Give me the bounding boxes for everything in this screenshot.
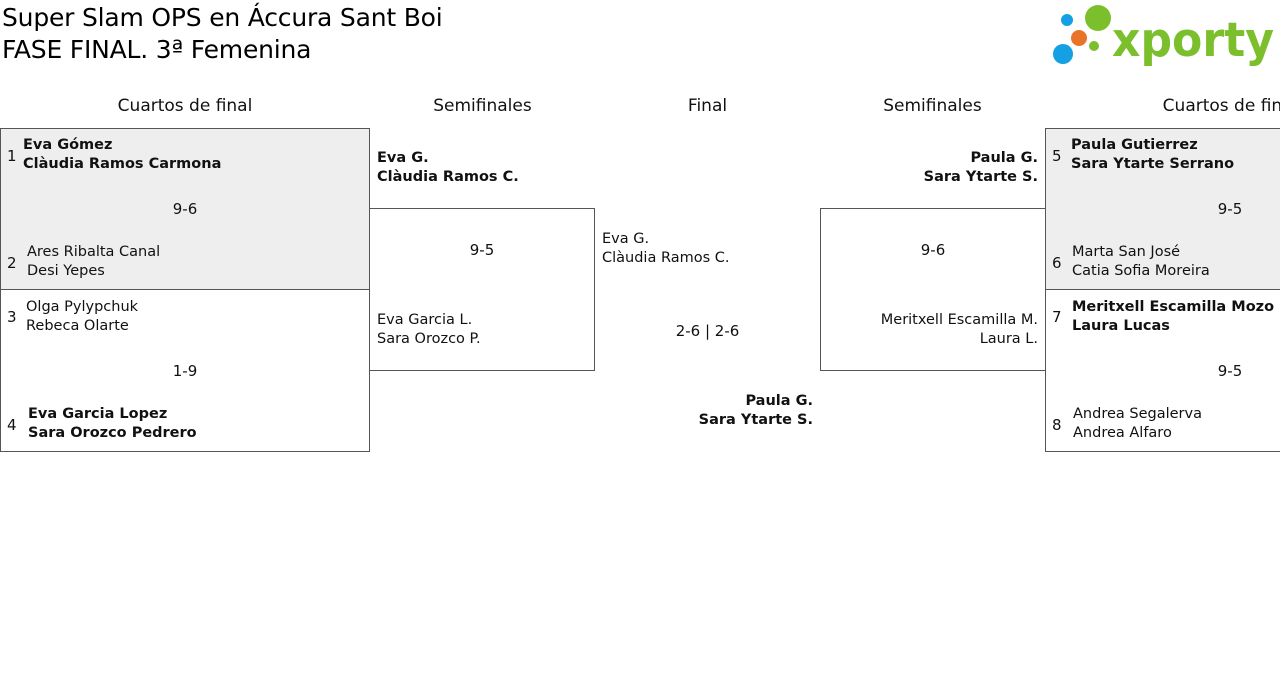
match-left-semi[interactable]	[369, 208, 595, 371]
tournament-subtitle: FASE FINAL. 3ª Femenina	[2, 35, 312, 64]
round-label-right-semis: Semifinales	[883, 96, 982, 116]
round-label-final: Final	[687, 96, 728, 116]
match-right-quarter-2[interactable]	[1045, 289, 1280, 452]
team-player: Paula G.	[745, 393, 813, 409]
team-player: Clàudia Ramos C.	[602, 250, 730, 266]
team-player: Laura Lucas	[1072, 318, 1170, 334]
seed-number: 6	[1052, 254, 1062, 272]
tournament-title: Super Slam OPS en Áccura Sant Boi	[2, 3, 443, 32]
team-player: Sara Ytarte S.	[923, 169, 1038, 185]
team-player: Eva Garcia L.	[377, 312, 473, 328]
team-player: Sara Orozco Pedrero	[28, 425, 197, 441]
team-player: Meritxell Escamilla Mozo	[1072, 299, 1275, 315]
team-player: Sara Orozco P.	[377, 331, 481, 347]
seed-number: 7	[1052, 308, 1062, 326]
seed-number: 4	[7, 416, 17, 434]
team-player: Andrea Segalerva	[1073, 406, 1202, 422]
xporty-logo: xporty	[1053, 5, 1274, 68]
team-player: Sara Ytarte Serrano	[1071, 156, 1235, 172]
match-left-quarter-1[interactable]	[0, 128, 370, 290]
match-right-quarter-1[interactable]	[1045, 128, 1280, 290]
match-score: 9-6	[172, 200, 198, 218]
team-player: Eva Garcia Lopez	[28, 406, 168, 422]
round-label-right-quarters: Cuartos de final	[1162, 96, 1280, 116]
match-score: 9-6	[920, 241, 946, 259]
team-player: Eva G.	[602, 231, 650, 247]
final-score: 2-6 | 2-6	[675, 322, 740, 340]
team-player: Rebeca Olarte	[26, 318, 129, 334]
logo-dot-orange	[1071, 30, 1087, 46]
team-player: Eva Gómez	[23, 137, 113, 153]
team-player: Marta San José	[1072, 244, 1181, 260]
team-player: Eva G.	[377, 150, 429, 166]
team-player: Clàudia Ramos C.	[377, 169, 519, 185]
team-player: Catia Sofia Moreira	[1072, 263, 1210, 279]
round-label-left-quarters: Cuartos de final	[117, 96, 253, 116]
team-player: Ares Ribalta Canal	[27, 244, 161, 260]
team-player: Paula G.	[970, 150, 1038, 166]
match-score: 9-5	[469, 241, 495, 259]
team-player: Paula Gutierrez	[1071, 137, 1198, 153]
seed-number: 8	[1052, 416, 1062, 434]
logo-dot-green	[1085, 5, 1111, 31]
seed-number: 1	[7, 147, 17, 165]
team-player: Olga Pylypchuk	[26, 299, 139, 315]
seed-number: 5	[1052, 147, 1062, 165]
seed-number: 2	[7, 254, 17, 272]
team-player: Clàudia Ramos Carmona	[23, 156, 222, 172]
team-player: Sara Ytarte S.	[698, 412, 813, 428]
logo-text: xporty	[1112, 13, 1274, 68]
logo-dot-blue-bottom	[1053, 44, 1073, 64]
match-score: 1-9	[172, 362, 198, 380]
logo-dot-green-small	[1089, 41, 1099, 51]
match-score: 9-5	[1217, 362, 1243, 380]
team-player: Desi Yepes	[27, 263, 105, 279]
match-score: 9-5	[1217, 200, 1243, 218]
round-label-left-semis: Semifinales	[433, 96, 532, 116]
logo-dot-blue-top	[1061, 14, 1073, 26]
team-player: Laura L.	[979, 331, 1038, 347]
team-player: Andrea Alfaro	[1073, 425, 1172, 441]
seed-number: 3	[7, 308, 17, 326]
team-player: Meritxell Escamilla M.	[880, 312, 1038, 328]
